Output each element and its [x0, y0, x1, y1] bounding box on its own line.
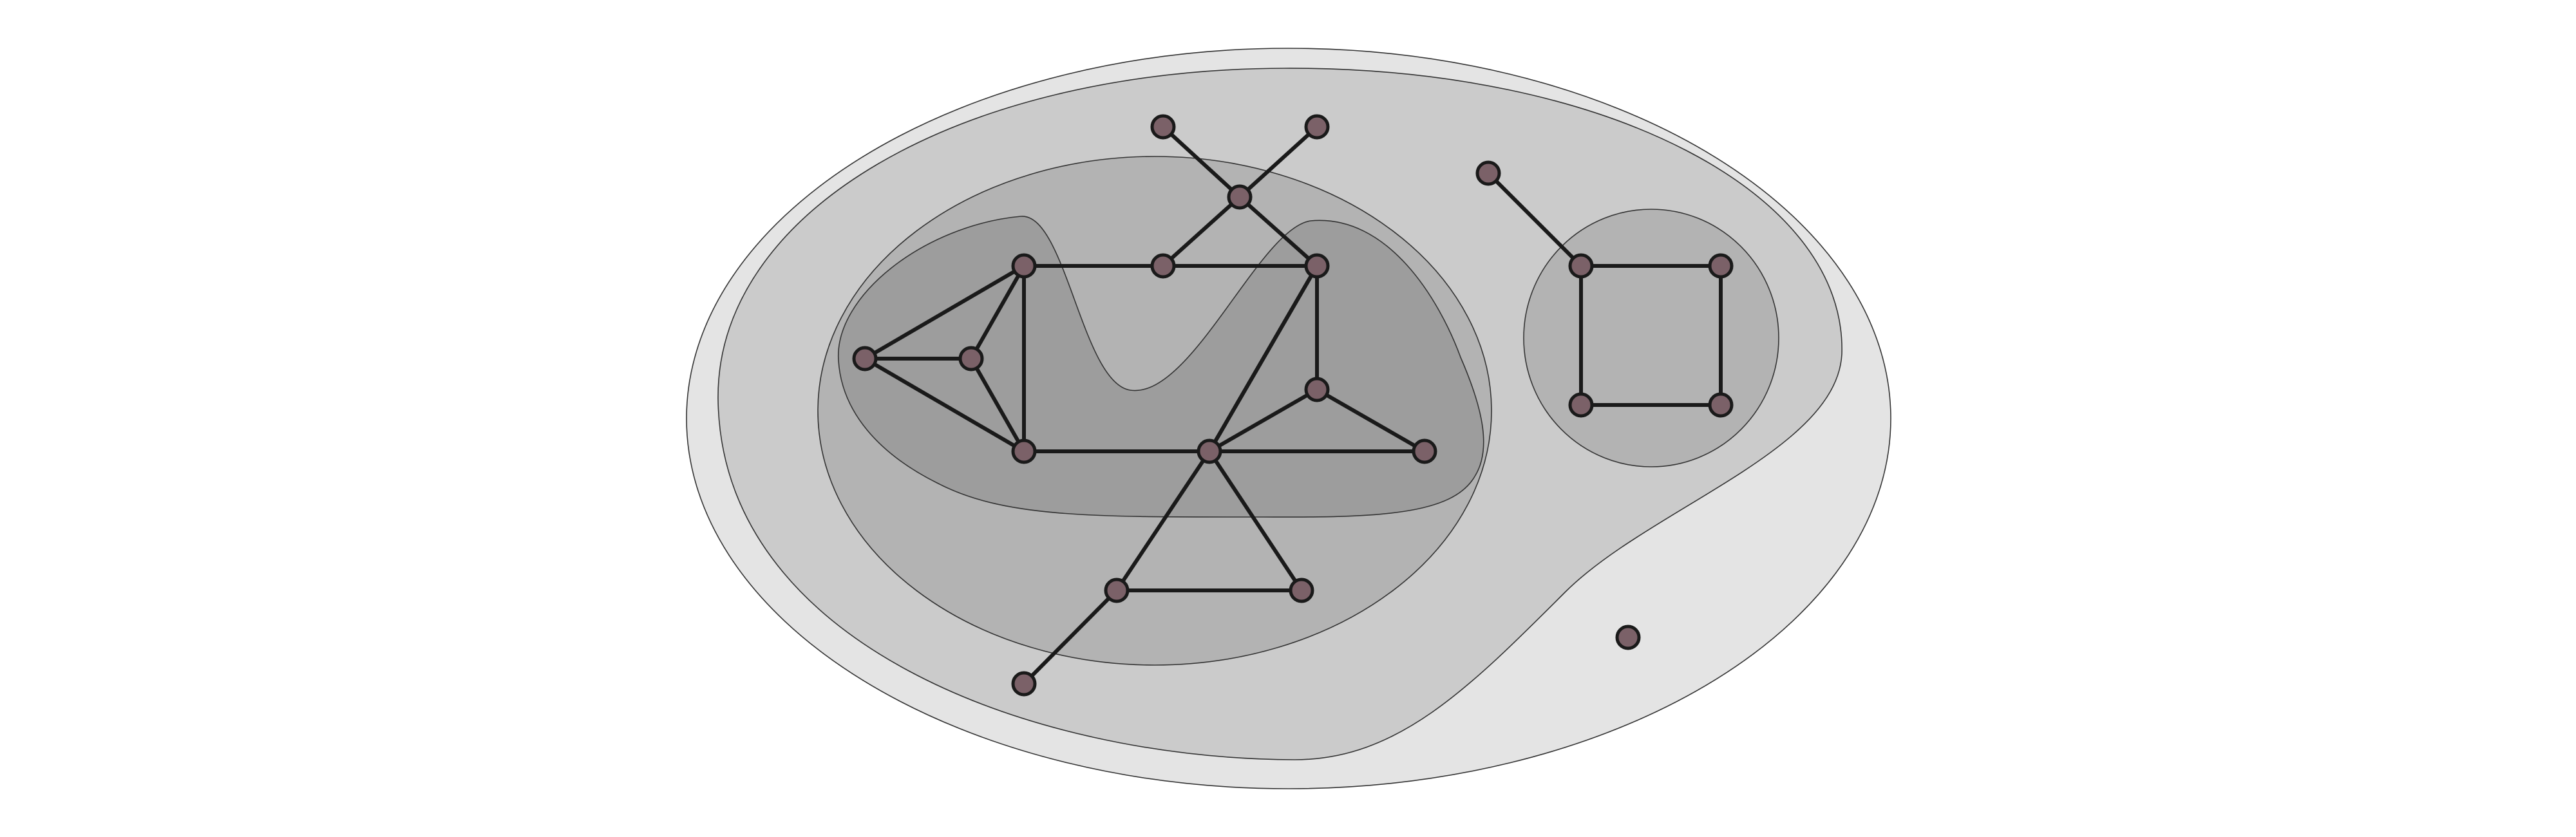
edge-C-E — [1238, 195, 1319, 268]
edge-H-I — [969, 357, 1026, 453]
edge-K-M — [1315, 388, 1426, 453]
graph-node-U — [1568, 392, 1594, 418]
edge-B-C — [1238, 125, 1319, 199]
graph-node-C — [1227, 184, 1253, 210]
edge-A-C — [1161, 125, 1242, 199]
graph-node-I — [1011, 438, 1037, 464]
graph-node-K — [1304, 377, 1330, 402]
edge-E-L — [1208, 264, 1319, 453]
edge-N-P — [1208, 449, 1303, 592]
graph-node-Q — [1011, 671, 1037, 697]
graph-node-O — [1104, 578, 1130, 603]
graph-node-M — [1412, 438, 1437, 464]
edge-F-H — [969, 264, 1026, 361]
edge-C-D — [1161, 195, 1242, 268]
edge-F-G — [863, 264, 1026, 361]
edge-G-I — [863, 357, 1026, 453]
graph-nodes — [852, 114, 1734, 697]
graph-node-F — [1011, 253, 1037, 279]
graph-node-A — [1150, 114, 1176, 140]
graph-edges — [863, 125, 1723, 686]
graph-node-T — [1708, 253, 1734, 279]
graph-node-P — [1289, 578, 1314, 603]
graph-node-G — [852, 346, 878, 371]
inner-core-blob — [838, 216, 1484, 518]
graph-node-J — [1615, 625, 1641, 650]
graph-node-B — [1304, 114, 1330, 140]
graph-node-D — [1150, 253, 1176, 279]
graph-node-V — [1708, 392, 1734, 418]
edge-R-S — [1486, 171, 1583, 268]
graph-node-E — [1304, 253, 1330, 279]
graph-node-L — [1197, 438, 1222, 464]
graph-node-H — [958, 346, 984, 371]
edge-O-Q — [1022, 588, 1119, 686]
core-regions — [686, 48, 1891, 789]
edge-K-L — [1208, 388, 1319, 453]
graph-node-S — [1568, 253, 1594, 279]
graph-node-R — [1475, 160, 1501, 186]
edge-N-O — [1115, 449, 1211, 592]
